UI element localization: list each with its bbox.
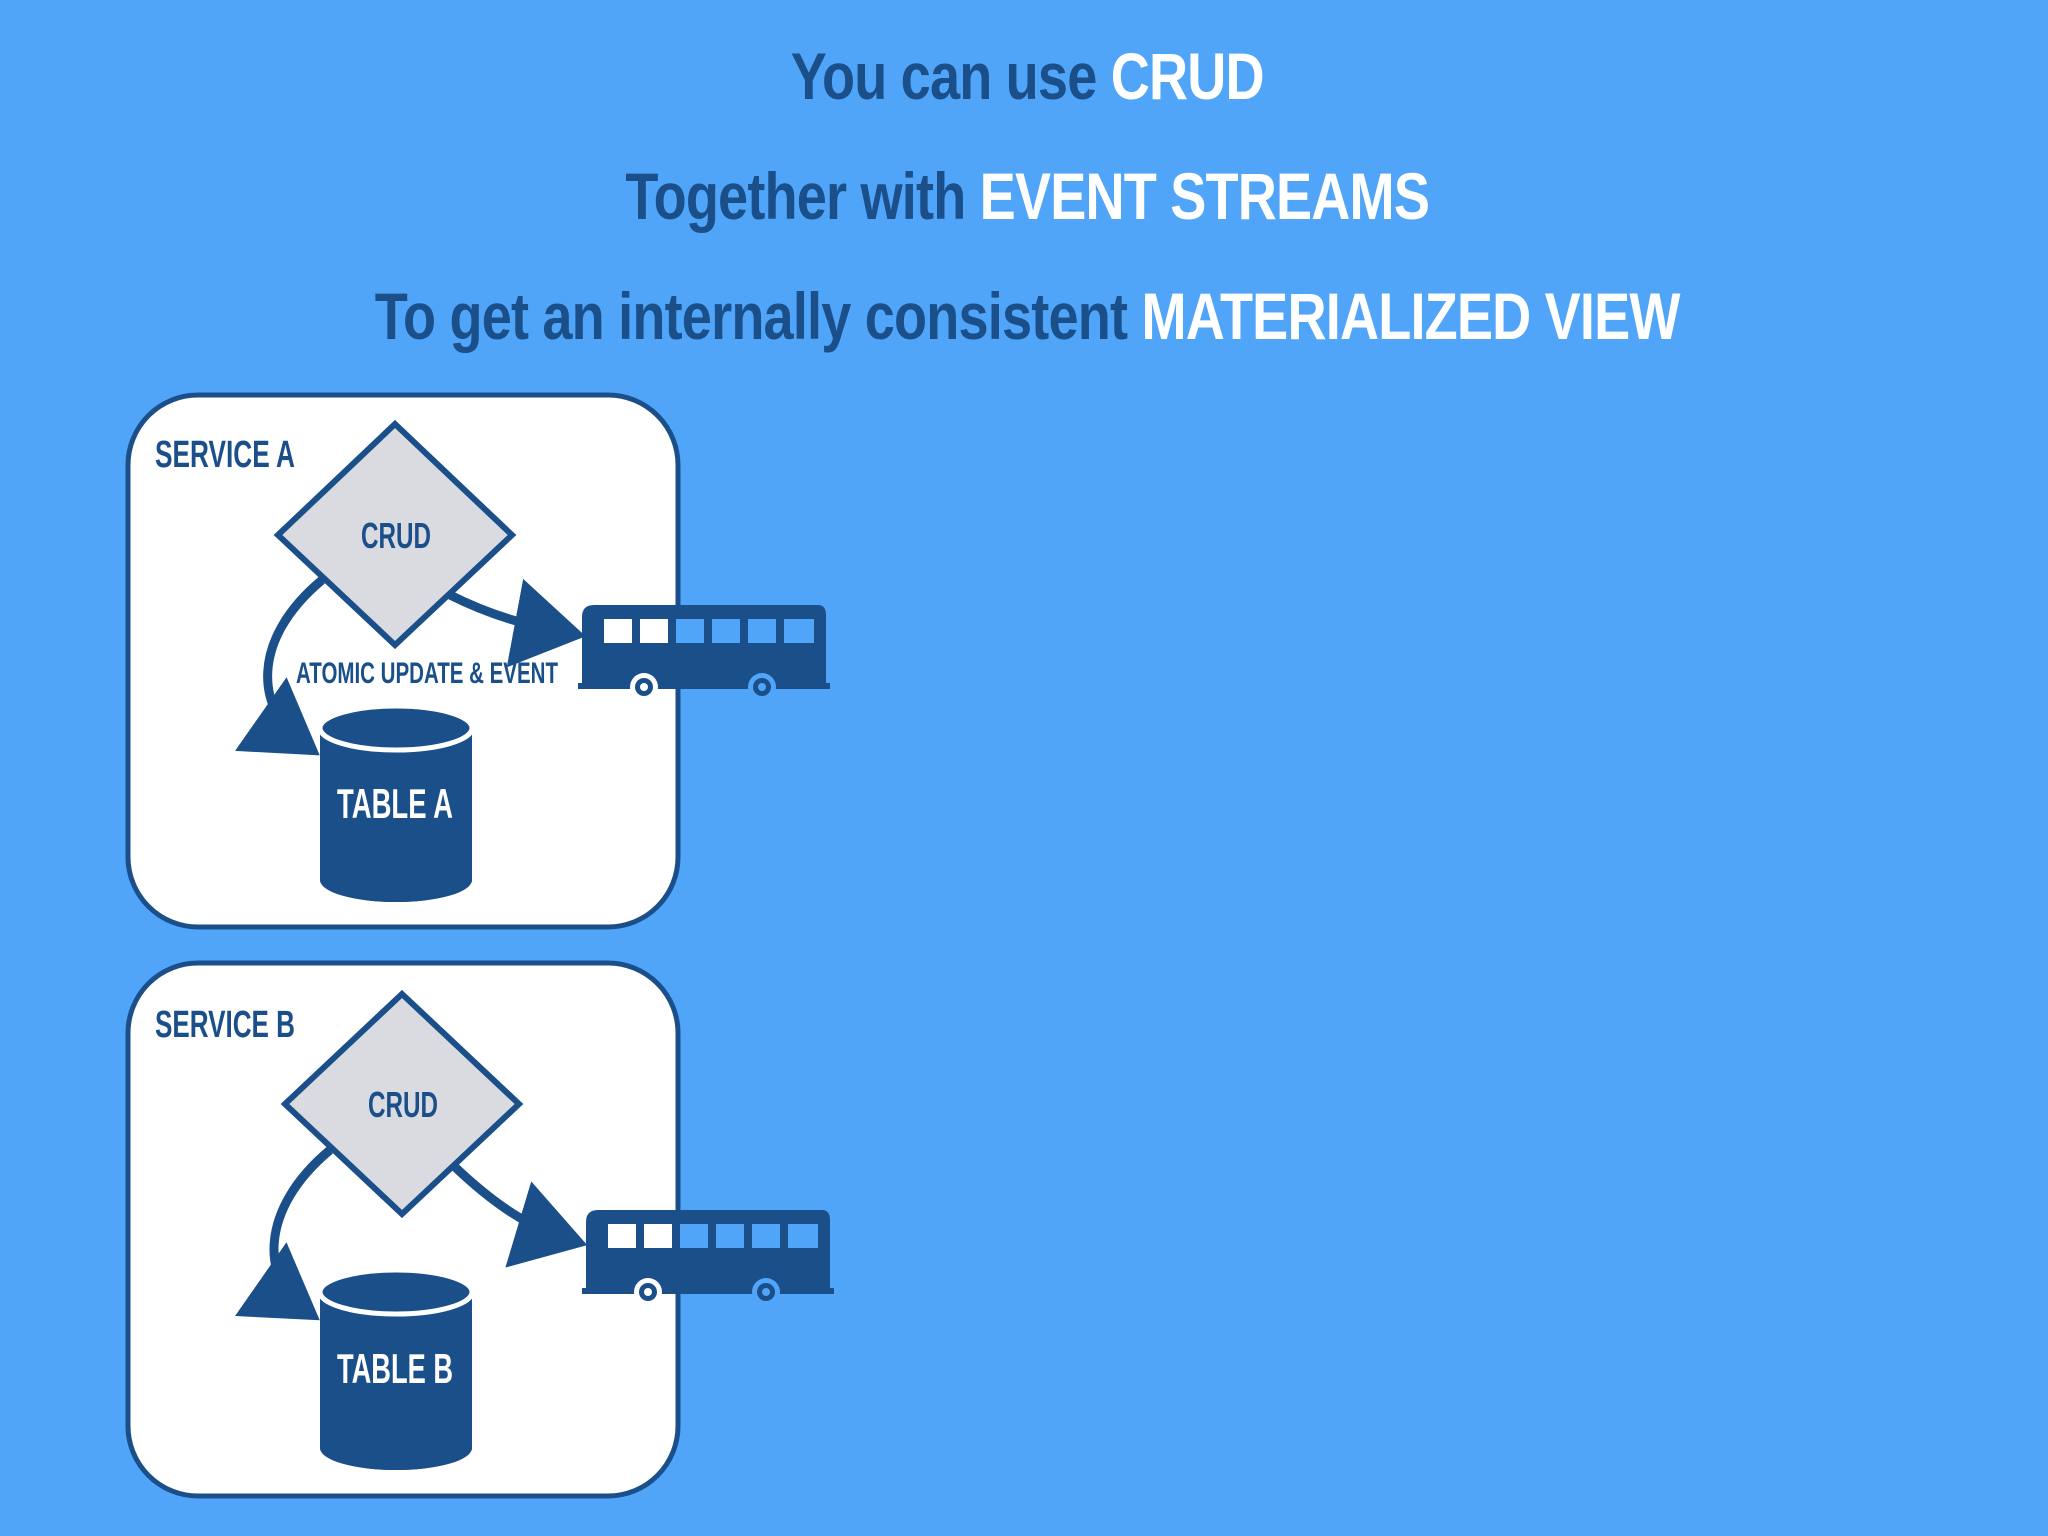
service-a-box: SERVICE A CRUD ATOMIC UPDATE & EVENT TAB… (125, 392, 830, 930)
service-b-table-cylinder: TABLE B (317, 1267, 475, 1470)
service-a-title: SERVICE A (155, 434, 295, 476)
headline-3-prefix: To get an internally consistent (374, 279, 1128, 353)
headline-1-highlight: CRUD (1110, 39, 1265, 113)
service-b-bus-icon (582, 1210, 834, 1306)
service-b-box: SERVICE B CRUD TABLE B (125, 960, 834, 1499)
service-a-arrow-to-table (234, 576, 325, 756)
service-b-crud-label: CRUD (368, 1084, 438, 1125)
service-a-atomic-label: ATOMIC UPDATE & EVENT (296, 657, 558, 690)
headline-2-highlight: EVENT STREAMS (979, 159, 1430, 233)
service-b-crud-diamond (280, 989, 524, 1219)
service-a-arrow-to-bus (447, 578, 586, 668)
service-b-arrow-to-table (234, 1146, 333, 1321)
service-b-table-label: TABLE B (337, 1345, 453, 1392)
service-b-arrow-to-bus (451, 1163, 588, 1268)
service-a-crud-diamond (273, 419, 517, 650)
service-b-title: SERVICE B (155, 1004, 295, 1046)
headline-2-prefix: Together with (625, 159, 966, 233)
headline-3-highlight: MATERIALIZED VIEW (1141, 279, 1680, 353)
service-a-bus-icon (578, 605, 830, 701)
service-a-crud-label: CRUD (361, 515, 431, 556)
service-a-table-label: TABLE A (337, 780, 453, 827)
service-a-table-cylinder: TABLE A (317, 703, 475, 902)
headline-line-2: Together with EVENT STREAMS (188, 158, 1867, 234)
headline-1-prefix: You can use (790, 39, 1098, 113)
headline-line-1: You can use CRUD (188, 38, 1867, 114)
headline-line-3: To get an internally consistent MATERIAL… (188, 278, 1867, 354)
